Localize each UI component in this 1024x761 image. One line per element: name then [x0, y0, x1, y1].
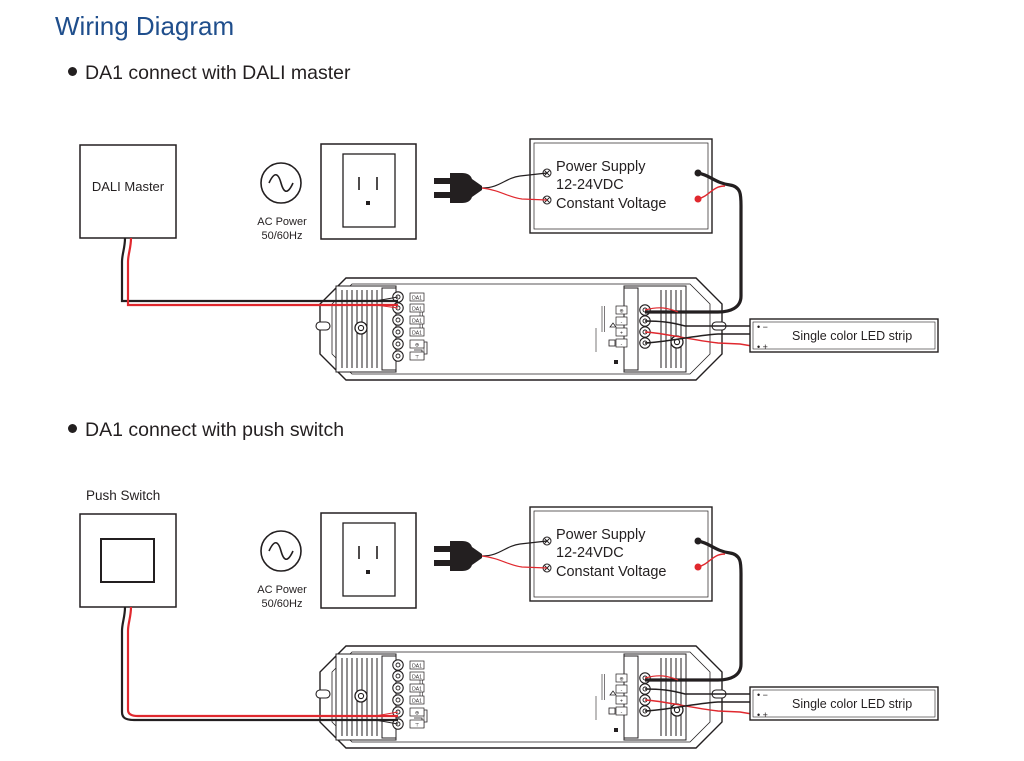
svg-text:-: -	[621, 710, 623, 716]
svg-text:⊕: ⊕	[619, 677, 623, 683]
led-strip-box	[749, 318, 939, 353]
ac-frequency-label: 50/60Hz	[262, 230, 303, 242]
driver-input-terminals: DA1 DA1 DA1 DA1 ⊕ ⊤	[392, 291, 425, 362]
driver-input-terminals: DA1 DA1 DA1 DA1 ⊕ ⊤	[392, 659, 425, 730]
led-plus-icon: • +	[757, 342, 768, 352]
svg-text:DA1: DA1	[412, 699, 422, 705]
driver-screw-left	[354, 321, 368, 335]
dali-driver-housing	[315, 645, 727, 749]
driver-output-terminals: ⊕ - + -	[615, 672, 651, 717]
power-supply-voltage: 12-24VDC	[556, 177, 624, 193]
svg-text:-: -	[621, 320, 623, 326]
power-plug-icon	[434, 541, 482, 571]
bullet-icon	[68, 424, 77, 434]
svg-text:⊤: ⊤	[415, 723, 419, 729]
power-supply-box	[529, 138, 713, 234]
svg-text:⊤: ⊤	[415, 355, 419, 361]
led-plus-icon: • +	[757, 710, 768, 720]
svg-text:DA1: DA1	[412, 664, 422, 670]
svg-text:+: +	[620, 699, 623, 705]
ac-frequency-label: 50/60Hz	[262, 598, 303, 610]
led-strip-label: Single color LED strip	[792, 329, 912, 343]
power-supply-voltage: 12-24VDC	[556, 545, 624, 561]
section-heading-text: DA1 connect with DALI master	[85, 62, 351, 84]
power-supply-title: Power Supply	[556, 159, 646, 175]
dali-master-label: DALI Master	[92, 179, 165, 194]
led-minus-icon: • −	[757, 322, 768, 332]
svg-text:DA1: DA1	[412, 296, 422, 302]
page-title: Wiring Diagram	[55, 11, 235, 41]
power-supply-type: Constant Voltage	[556, 196, 666, 212]
driver-output-terminals: ⊕ - + -	[615, 304, 651, 349]
diagram-push-switch: Push Switch AC Power 50/60Hz Power Suppl…	[79, 488, 939, 749]
section-heading-dali-master: DA1 connect with DALI master	[68, 62, 351, 85]
diagram-dali-master: DALI Master AC Power 50/60Hz Power Suppl…	[79, 138, 939, 381]
svg-text:⊕: ⊕	[415, 711, 419, 717]
ac-power-label: AC Power	[257, 216, 307, 228]
push-switch-button-icon	[100, 538, 155, 583]
wall-socket-icon	[320, 143, 417, 240]
svg-text:DA1: DA1	[412, 675, 422, 681]
bullet-icon	[68, 67, 77, 77]
power-plug-icon	[434, 173, 482, 203]
push-switch-label: Push Switch	[86, 488, 160, 503]
svg-text:-: -	[621, 688, 623, 694]
ac-power-icon	[260, 162, 302, 204]
dali-driver-housing	[315, 277, 727, 381]
svg-text:⊕: ⊕	[619, 309, 623, 315]
ac-power-label: AC Power	[257, 584, 307, 596]
svg-text:-: -	[621, 342, 623, 348]
led-strip-label: Single color LED strip	[792, 697, 912, 711]
led-minus-icon: • −	[757, 690, 768, 700]
svg-text:DA1: DA1	[412, 307, 422, 313]
svg-text:DA1: DA1	[412, 319, 422, 325]
power-supply-title: Power Supply	[556, 527, 646, 543]
svg-text:⊕: ⊕	[415, 343, 419, 349]
ac-power-icon	[260, 530, 302, 572]
svg-text:DA1: DA1	[412, 687, 422, 693]
svg-text:DA1: DA1	[412, 331, 422, 337]
section-heading-text: DA1 connect with push switch	[85, 419, 345, 441]
wall-socket-icon	[320, 512, 417, 609]
power-supply-box	[529, 506, 713, 602]
dali-master-box	[79, 144, 177, 239]
led-strip-box	[749, 686, 939, 721]
section-heading-push-switch: DA1 connect with push switch	[68, 419, 344, 442]
svg-text:+: +	[620, 331, 623, 337]
power-supply-type: Constant Voltage	[556, 564, 666, 580]
driver-screw-left	[354, 689, 368, 703]
